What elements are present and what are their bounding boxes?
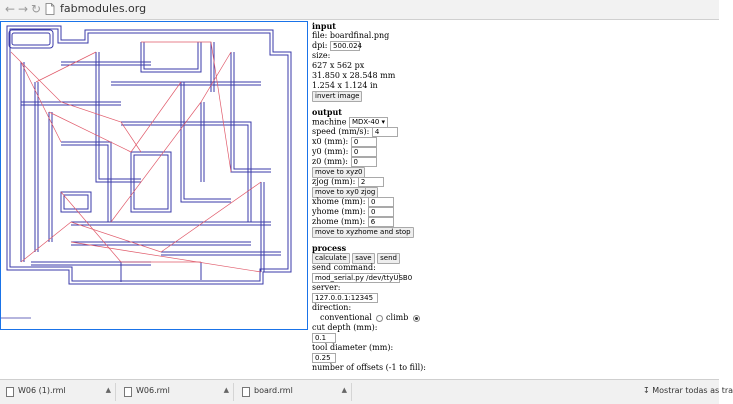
direction-label: direction: <box>312 303 352 312</box>
zjog-input[interactable]: 2 <box>357 177 384 187</box>
move-xyzhome-button[interactable]: move to xyzhome and stop <box>312 227 414 238</box>
climb-label: climb <box>386 313 409 322</box>
file-icon <box>124 387 132 397</box>
download-icon: ↧ <box>643 386 650 395</box>
toolpath-canvas[interactable] <box>0 21 308 330</box>
input-heading: input <box>312 21 336 31</box>
file-icon <box>242 387 250 397</box>
tool-diameter-label: tool diameter (mm): <box>312 343 394 352</box>
yhome-input[interactable]: 0 <box>368 207 395 217</box>
z0-input[interactable]: 0 <box>350 157 377 167</box>
xhome-label: xhome (mm): <box>312 197 366 206</box>
download-bar: W06 (1).rml ▲ W06.rml ▲ board.rml ▲ ↧ Mo… <box>0 379 733 404</box>
process-heading: process <box>312 243 347 253</box>
speed-input[interactable]: 4 <box>371 127 398 137</box>
download-item[interactable]: W06.rml ▲ <box>120 383 234 401</box>
dpi-input[interactable]: 500.024 <box>330 41 362 51</box>
machine-select[interactable]: MDX-40 ▾ <box>348 117 389 128</box>
reload-icon[interactable]: ↻ <box>30 2 42 16</box>
send-button[interactable]: send <box>377 253 400 264</box>
output-heading: output <box>312 107 342 117</box>
chevron-up-icon[interactable]: ▲ <box>105 386 111 394</box>
download-item-name: board.rml <box>254 386 293 395</box>
browser-toolbar: ← → ↻ fabmodules.org <box>0 0 719 20</box>
x0-label: x0 (mm): <box>312 137 349 146</box>
address-bar[interactable]: fabmodules.org <box>60 2 147 15</box>
chevron-down-icon: ▾ <box>381 118 386 126</box>
send-command-input[interactable]: mod_serial.py /dev/ttyUSB0 <box>312 273 412 283</box>
x0-input[interactable]: 0 <box>350 137 377 147</box>
move-xyz0-button[interactable]: move to xyz0 <box>312 167 366 178</box>
chevron-up-icon[interactable]: ▲ <box>223 386 229 394</box>
file-label: file: boardfinal.png <box>312 31 390 40</box>
cut-depth-input[interactable]: 0.1 <box>312 333 336 343</box>
yhome-label: yhome (mm): <box>312 207 366 216</box>
server-label: server: <box>312 283 341 292</box>
size-in: 1.254 x 1.124 in <box>312 81 378 90</box>
size-px: 627 x 562 px <box>312 61 365 70</box>
download-item[interactable]: W06 (1).rml ▲ <box>2 383 116 401</box>
download-item-name: W06.rml <box>136 386 170 395</box>
download-item[interactable]: board.rml ▲ <box>238 383 352 401</box>
xhome-input[interactable]: 0 <box>368 197 394 207</box>
zhome-input[interactable]: 6 <box>367 217 394 227</box>
machine-label: machine <box>312 117 347 127</box>
zjog-label: zjog (mm): <box>312 177 356 186</box>
download-item-name: W06 (1).rml <box>18 386 66 395</box>
chevron-up-icon[interactable]: ▲ <box>341 386 347 394</box>
climb-radio[interactable] <box>412 314 420 322</box>
size-label: size: <box>312 51 331 60</box>
toolpath-drawing <box>1 25 292 319</box>
move-xy0-zjog-button[interactable]: move to xy0 zjog <box>312 187 379 198</box>
forward-icon[interactable]: → <box>17 2 29 16</box>
control-panel: input file: boardfinal.png dpi: 500.024 … <box>312 21 717 379</box>
zhome-label: zhome (mm): <box>312 217 366 226</box>
file-icon <box>6 387 14 397</box>
show-all-downloads-link[interactable]: ↧ Mostrar todas as tra <box>643 386 733 395</box>
z0-label: z0 (mm): <box>312 157 348 166</box>
back-icon[interactable]: ← <box>4 2 16 16</box>
offsets-label: number of offsets (-1 to fill): <box>312 363 426 372</box>
size-mm: 31.850 x 28.548 mm <box>312 71 396 80</box>
conventional-radio[interactable] <box>376 314 384 322</box>
dpi-label: dpi: <box>312 41 328 50</box>
y0-input[interactable]: 0 <box>350 147 377 157</box>
cut-depth-label: cut depth (mm): <box>312 323 378 332</box>
show-all-label: Mostrar todas as tra <box>652 386 733 395</box>
conventional-label: conventional <box>320 313 372 322</box>
y0-label: y0 (mm): <box>312 147 349 156</box>
invert-image-button[interactable]: invert image <box>312 91 363 102</box>
tool-diameter-input[interactable]: 0.25 <box>312 353 336 363</box>
server-input[interactable]: 127.0.0.1:12345 <box>312 293 378 303</box>
page-icon <box>45 3 55 15</box>
send-command-label: send command: <box>312 263 376 272</box>
speed-label: speed (mm/s): <box>312 127 370 136</box>
